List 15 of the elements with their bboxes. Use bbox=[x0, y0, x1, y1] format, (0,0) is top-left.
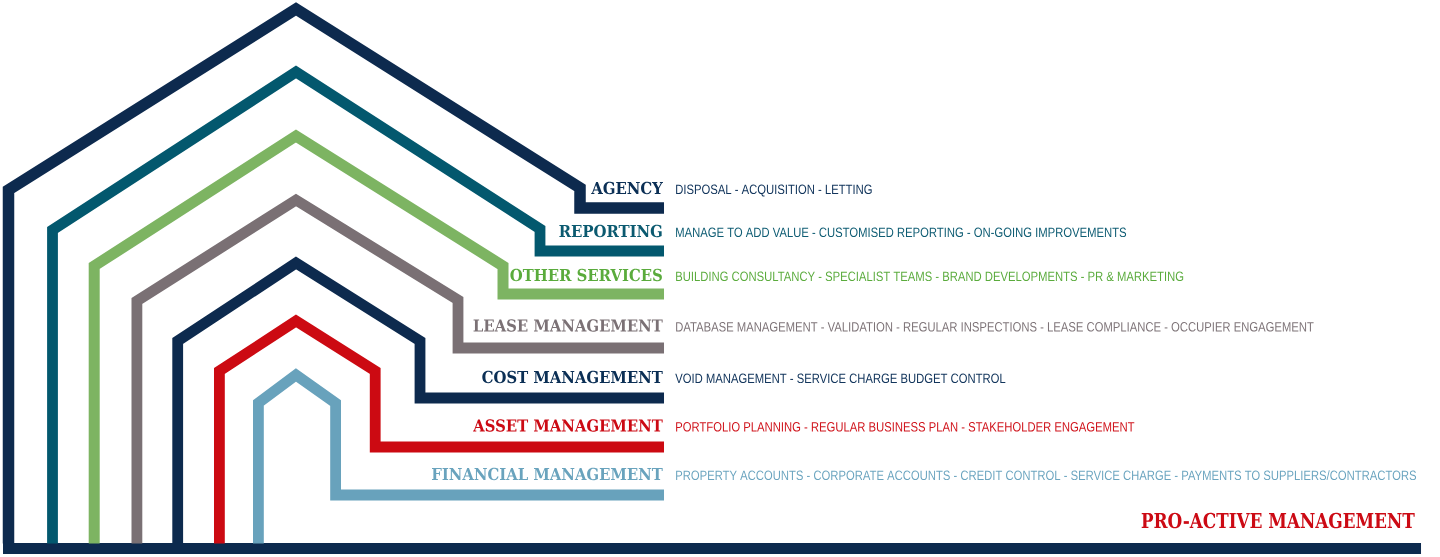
section-description: VOID MANAGEMENT - SERVICE CHARGE BUDGET CONTROL bbox=[675, 373, 1006, 384]
section-heading: OTHER SERVICES bbox=[510, 268, 662, 282]
tagline: PRO-ACTIVE MANAGEMENT bbox=[1141, 512, 1415, 529]
section-description: DATABASE MANAGEMENT - VALIDATION - REGULAR INSPECTIONS - LEASE COMPLIANCE - OCCUPIER ENGAGEMENT bbox=[676, 322, 1314, 332]
section-heading: ASSET MANAGEMENT bbox=[473, 419, 663, 432]
section-heading: LEASE MANAGEMENT bbox=[473, 319, 663, 332]
section-description: MANAGE TO ADD VALUE - CUSTOMISED REPORTING - ON-GOING IMPROVEMENTS bbox=[676, 227, 1127, 238]
section-heading: AGENCY bbox=[591, 181, 663, 195]
section-description: PORTFOLIO PLANNING - REGULAR BUSINESS PLAN - STAKEHOLDER ENGAGEMENT bbox=[676, 422, 1135, 432]
section-heading: FINANCIAL MANAGEMENT bbox=[432, 467, 663, 481]
section-heading: COST MANAGEMENT bbox=[482, 370, 663, 384]
section-description: BUILDING CONSULTANCY - SPECIALIST TEAMS - BRAND DEVELOPMENTS - PR & MARKETING bbox=[676, 271, 1184, 282]
section-description: DISPOSAL - ACQUISITION - LETTING bbox=[676, 184, 872, 197]
section-heading: REPORTING bbox=[559, 224, 662, 238]
section-description: PROPERTY ACCOUNTS - CORPORATE ACCOUNTS - CREDIT CONTROL - SERVICE CHARGE - PAYMENTS TO SUPPLIERS/CONTRACTORS bbox=[676, 470, 1417, 481]
